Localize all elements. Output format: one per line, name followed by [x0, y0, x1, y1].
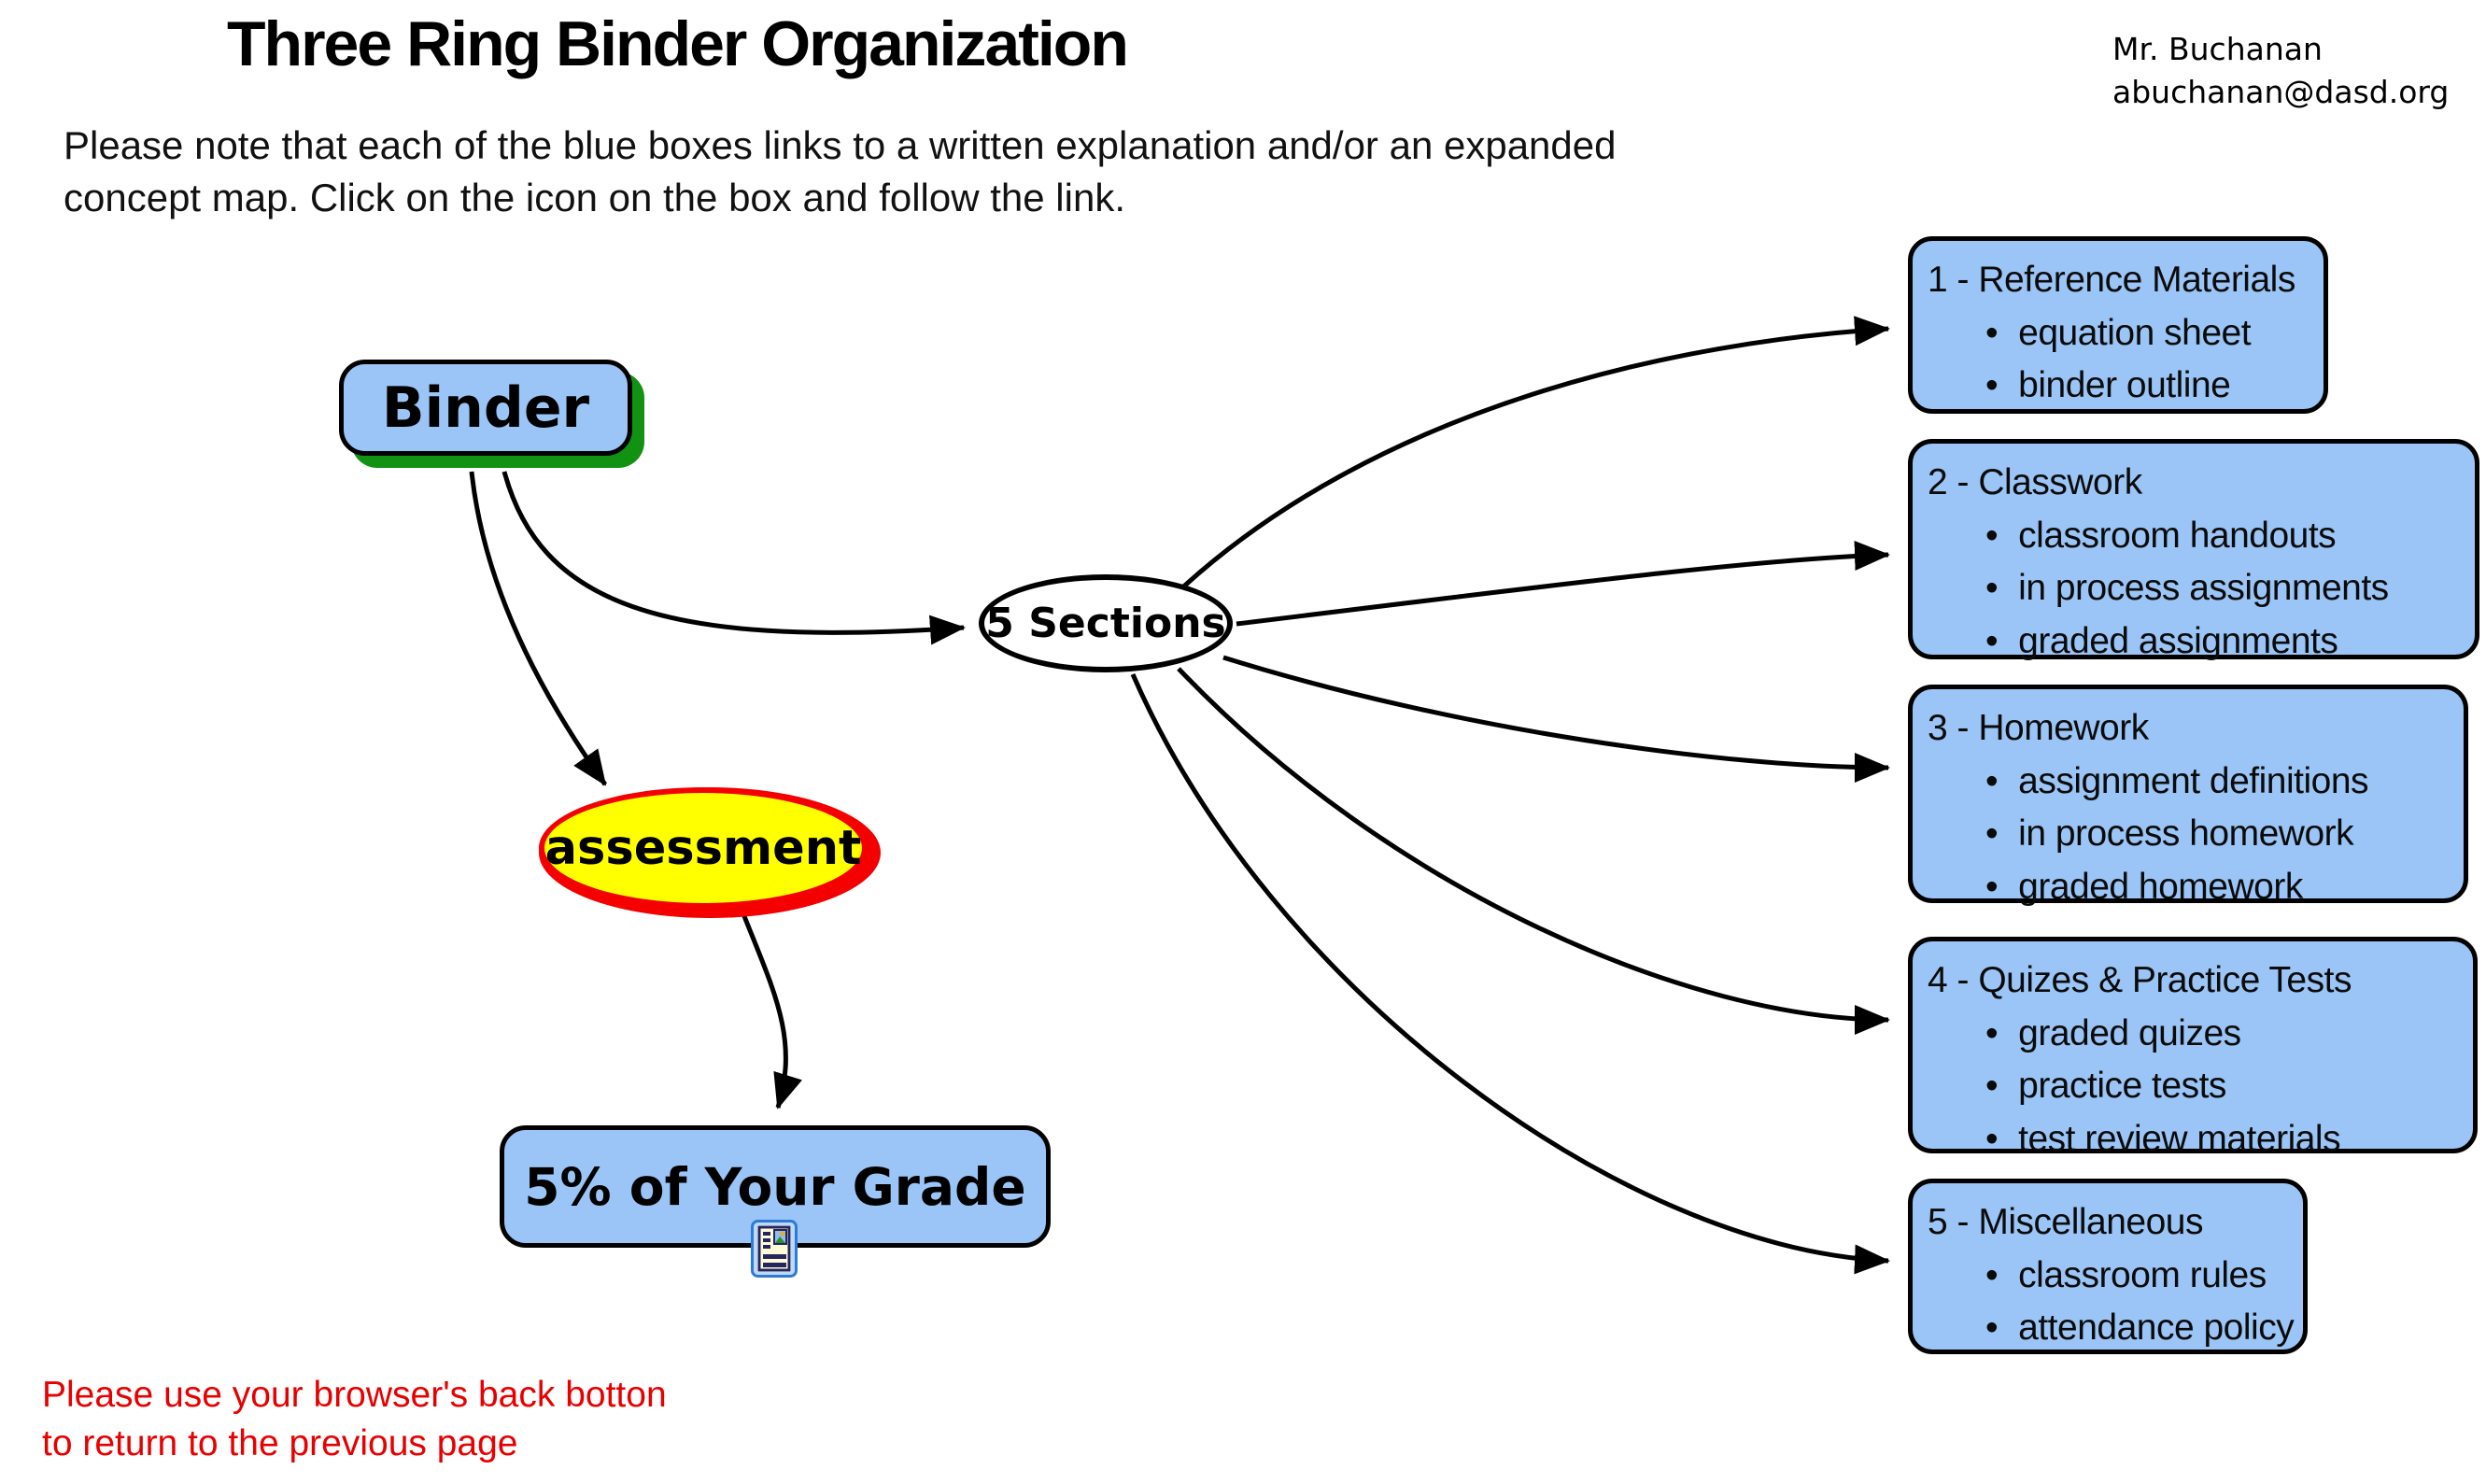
section-box-quizes-practice-tests[interactable]: 4 - Quizes & Practice Tests graded quize…	[1908, 937, 2478, 1159]
section-box-items: graded quizes practice tests test review…	[1928, 1008, 2460, 1166]
section-box-title: 5 - Miscellaneous	[1928, 1202, 2203, 1242]
section-box-items: classroom handouts in process assignment…	[1928, 510, 2462, 669]
section-box-item: binder outline	[1985, 360, 2310, 413]
section-box-items: assignment definitions in process homewo…	[1928, 756, 2451, 914]
section-box-item: graded assignments	[1985, 615, 2462, 669]
section-box-item: graded homework	[1985, 861, 2451, 914]
back-button-note-line-1: Please use your browser's back botton	[42, 1375, 667, 1415]
arrow-sections-to-box1	[1177, 316, 1890, 593]
section-box-item: assignment definitions	[1985, 756, 2451, 809]
back-button-note-line-2: to return to the previous page	[42, 1422, 518, 1463]
arrow-sections-to-box2	[1236, 541, 1890, 627]
section-box-item: graded quizes	[1985, 1008, 2460, 1061]
document-link-icon[interactable]	[751, 1220, 798, 1278]
section-box-item: classroom rules	[1985, 1250, 2290, 1303]
section-box-items: equation sheet binder outline	[1928, 307, 2310, 413]
arrow-sections-to-box5	[1130, 673, 1890, 1275]
section-box-title: 1 - Reference Materials	[1928, 260, 2295, 300]
section-box-classwork[interactable]: 2 - Classwork classroom handouts in proc…	[1908, 439, 2479, 661]
section-box-item: practice tests	[1985, 1060, 2460, 1113]
section-box-homework[interactable]: 3 - Homework assignment definitions in p…	[1908, 685, 2468, 907]
node-assessment: assessment	[539, 787, 881, 918]
back-button-note: Please use your browser's back botton to…	[42, 1371, 667, 1468]
intro-note: Please note that each of the blue boxes …	[64, 120, 1617, 224]
section-box-item: in process homework	[1985, 808, 2451, 861]
author-name: Mr. Buchanan	[2112, 31, 2323, 67]
node-binder[interactable]: Binder	[339, 360, 632, 456]
section-box-title: 2 - Classwork	[1928, 462, 2142, 502]
section-box-item: classroom handouts	[1985, 510, 2462, 563]
intro-line-1: Please note that each of the blue boxes …	[64, 123, 1617, 167]
section-box-item: attendance policy	[1985, 1302, 2295, 1355]
author-block: Mr. Buchanan abuchanan@dasd.org	[2112, 28, 2449, 114]
author-email: abuchanan@dasd.org	[2112, 74, 2450, 111]
intro-line-2: concept map. Click on the icon on the bo…	[64, 175, 1125, 219]
section-box-item: equation sheet	[1985, 307, 2310, 360]
section-box-items: classroom rules attendance policy	[1928, 1250, 2295, 1355]
section-box-miscellaneous[interactable]: 5 - Miscellaneous classroom rules attend…	[1908, 1179, 2308, 1354]
arrow-sections-to-box3	[1222, 655, 1890, 783]
section-box-title: 3 - Homework	[1928, 708, 2149, 748]
arrow-sections-to-box4	[1177, 667, 1890, 1035]
arrow-binder-to-assessment	[469, 471, 608, 786]
section-box-reference-materials[interactable]: 1 - Reference Materials equation sheet b…	[1908, 236, 2328, 414]
arrow-binder-to-sections	[501, 471, 966, 645]
section-box-item: in process assignments	[1985, 562, 2462, 615]
node-5-sections: 5 Sections	[979, 574, 1233, 672]
section-box-title: 4 - Quizes & Practice Tests	[1928, 960, 2352, 1000]
section-box-item: test review materials	[1985, 1113, 2460, 1166]
node-assessment-label: assessment	[539, 787, 868, 909]
arrow-assessment-to-grade	[740, 911, 802, 1109]
page-title: Three Ring Binder Organization	[227, 8, 1129, 79]
